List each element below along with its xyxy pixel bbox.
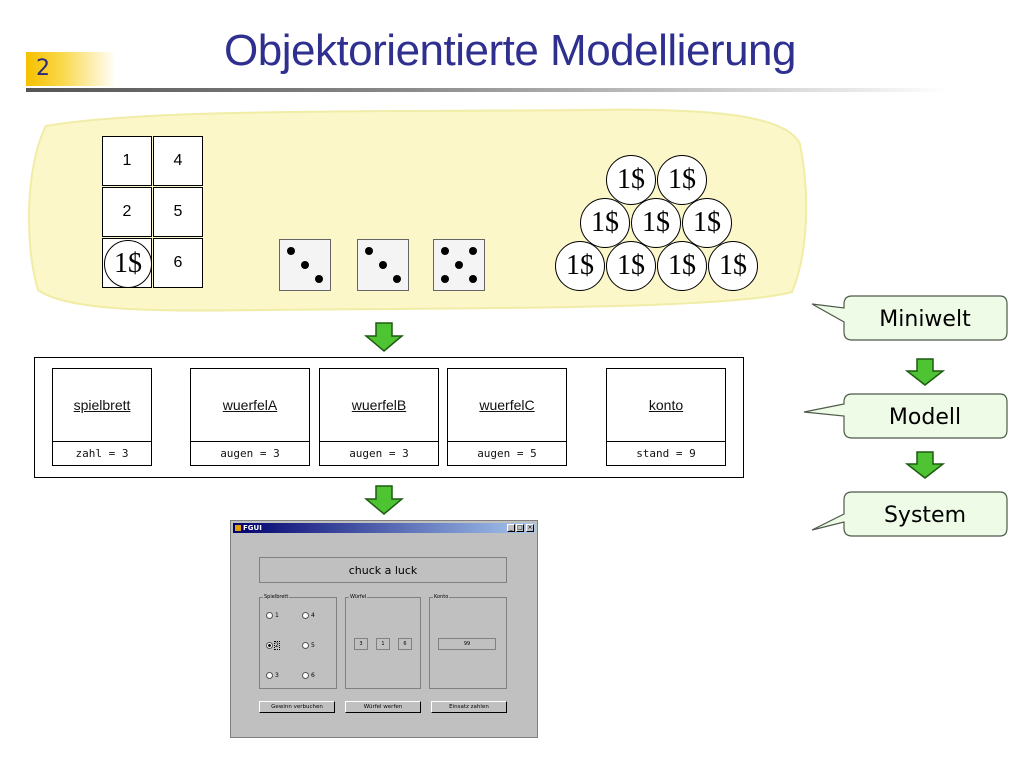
callout-bubble — [811, 491, 1008, 537]
object-wuerfelc: wuerfelC augen = 5 — [447, 368, 567, 466]
object-wuerfelb: wuerfelB augen = 3 — [319, 368, 439, 466]
board-cell: 4 — [153, 136, 203, 186]
group-title: Würfel — [349, 594, 368, 600]
coin: 1$ — [580, 198, 630, 248]
konto-value: 99 — [438, 638, 496, 650]
board-cell: 6 — [153, 238, 203, 288]
object-attribute: zahl = 3 — [75, 447, 129, 460]
divider — [607, 441, 725, 442]
radio-label: 1 — [275, 612, 279, 619]
radio-label: 6 — [311, 672, 315, 679]
group-title: Spielbrett — [263, 594, 290, 600]
callout-bubble — [803, 393, 1008, 439]
object-wuerfela: wuerfelA augen = 3 — [190, 368, 310, 466]
coin: 1$ — [657, 241, 707, 291]
board-cell: 5 — [153, 187, 203, 237]
divider — [448, 441, 566, 442]
arrow-down-icon — [364, 485, 404, 515]
title-underline — [26, 88, 946, 92]
arrow-down-icon — [364, 322, 404, 352]
einsatz-zahlen-button[interactable]: Einsatz zahlen — [431, 701, 507, 713]
radio-2[interactable]: 2 — [266, 641, 280, 650]
object-attribute: augen = 5 — [477, 447, 537, 460]
divider — [191, 441, 309, 442]
object-spielbrett: spielbrett zahl = 3 — [52, 368, 152, 466]
die-a — [279, 239, 331, 291]
radio-label: 2 — [274, 641, 280, 650]
board-cell: 2 — [102, 187, 152, 237]
object-attribute: stand = 9 — [636, 447, 696, 460]
object-konto: konto stand = 9 — [606, 368, 726, 466]
object-attribute: augen = 3 — [220, 447, 280, 460]
callout-bubble — [811, 295, 1008, 341]
coin: 1$ — [555, 241, 605, 291]
object-name: wuerfelA — [222, 397, 278, 413]
coin: 1$ — [606, 241, 656, 291]
wuerfel-werfen-button[interactable]: Würfel werfen — [345, 701, 421, 713]
app-icon — [235, 525, 241, 531]
group-wuerfel: Würfel 3 1 6 — [345, 594, 421, 689]
slide-title: Objektorientierte Modellierung — [224, 26, 796, 75]
radio-1[interactable]: 1 — [266, 612, 279, 619]
app-window: FGUI _ □ × chuck a luck Spielbrett 1 4 2… — [230, 520, 538, 738]
maximize-button[interactable]: □ — [516, 524, 524, 532]
object-name: wuerfelB — [351, 397, 407, 413]
die-value-c: 6 — [398, 638, 412, 650]
arrow-down-icon — [905, 451, 945, 479]
coin: 1$ — [657, 155, 707, 205]
group-title: Konto — [433, 594, 450, 600]
object-name: konto — [648, 397, 684, 413]
close-button[interactable]: × — [526, 524, 534, 532]
callout-miniwelt: Miniwelt — [879, 306, 971, 332]
divider — [320, 441, 438, 442]
slide-number-badge: 2 — [26, 52, 116, 86]
object-model-box: spielbrett zahl = 3 wuerfelA augen = 3 w… — [34, 357, 744, 478]
die-c — [433, 239, 485, 291]
coin: 1$ — [606, 155, 656, 205]
radio-3[interactable]: 3 — [266, 672, 279, 679]
coin-on-board: 1$ — [104, 240, 152, 288]
divider — [53, 441, 151, 442]
gewinn-verbuchen-button[interactable]: Gewinn verbuchen — [259, 701, 335, 713]
board-cell: 1 — [102, 136, 152, 186]
group-spielbrett: Spielbrett 1 4 2 5 3 6 — [259, 594, 337, 689]
die-value-b: 1 — [376, 638, 390, 650]
radio-label: 4 — [311, 612, 315, 619]
radio-4[interactable]: 4 — [302, 612, 315, 619]
die-b — [357, 239, 409, 291]
group-konto: Konto 99 — [429, 594, 507, 689]
radio-label: 5 — [311, 642, 315, 649]
window-titlebar[interactable]: FGUI _ □ × — [233, 523, 535, 533]
callout-modell: Modell — [888, 404, 962, 430]
radio-5[interactable]: 5 — [302, 642, 315, 649]
minimize-button[interactable]: _ — [507, 524, 515, 532]
die-value-a: 3 — [354, 638, 368, 650]
callout-system: System — [883, 502, 967, 528]
object-name: wuerfelC — [479, 397, 535, 413]
game-title-label: chuck a luck — [259, 557, 507, 583]
object-name: spielbrett — [73, 397, 131, 413]
coin: 1$ — [708, 241, 758, 291]
object-attribute: augen = 3 — [349, 447, 409, 460]
window-title: FGUI — [243, 524, 262, 532]
radio-label: 3 — [275, 672, 279, 679]
arrow-down-icon — [905, 358, 945, 386]
coin: 1$ — [682, 198, 732, 248]
slide-number: 2 — [36, 56, 50, 81]
coin: 1$ — [631, 198, 681, 248]
radio-6[interactable]: 6 — [302, 672, 315, 679]
